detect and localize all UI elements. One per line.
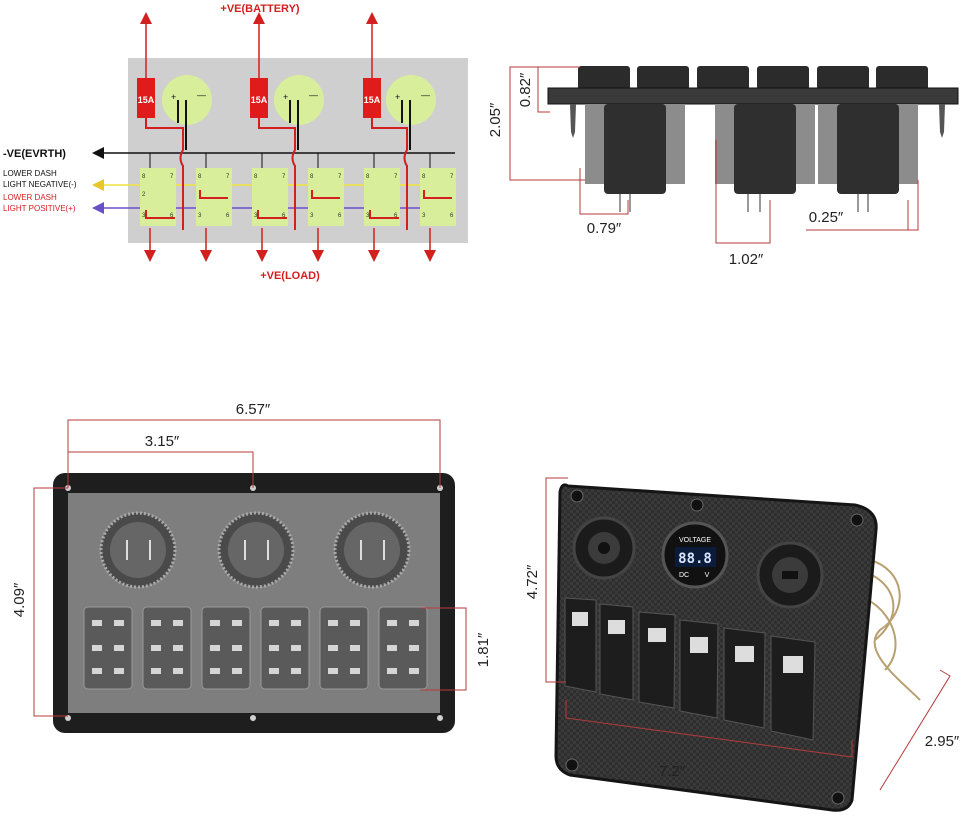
svg-text:3: 3 (254, 213, 258, 219)
svg-text:3: 3 (366, 213, 370, 219)
svg-text:15A: 15A (251, 95, 268, 105)
svg-text:8: 8 (366, 174, 370, 180)
front-dim-lines (33, 419, 467, 717)
svg-text:6: 6 (450, 213, 454, 219)
svg-text:—: — (421, 90, 430, 100)
terminal-pins (619, 194, 869, 212)
svg-text:8: 8 (422, 174, 426, 180)
svg-text:7: 7 (338, 174, 342, 180)
wiring-diagram: +VE(BATTERY) +VE(LOAD) -VE(EVRTH) LOWER … (3, 3, 468, 282)
pos-label-line1: LOWER DASH (3, 193, 57, 202)
svg-text:+: + (283, 92, 288, 102)
front-dim-width: 6.57″ (236, 401, 271, 418)
socket-bodies (585, 104, 918, 194)
svg-text:8: 8 (142, 174, 146, 180)
rocker-switch-dome (770, 635, 816, 741)
neg-label-line2: LIGHT NEGATIVE(-) (3, 180, 77, 189)
rocker-switch-horn (564, 597, 597, 693)
rocker-switch-lights (599, 603, 634, 701)
svg-text:6: 6 (226, 213, 230, 219)
screw (570, 104, 576, 138)
svg-text:—: — (197, 90, 206, 100)
photo-screws (565, 489, 864, 805)
svg-text:3: 3 (198, 213, 202, 219)
front-view: 6.57″ 3.15″ 4.09″ 1.81″ (11, 401, 492, 733)
svg-text:6: 6 (170, 213, 174, 219)
photo-dim-lines (545, 477, 951, 791)
side-dim-a: 0.79″ (587, 220, 622, 237)
svg-text:8: 8 (254, 174, 258, 180)
svg-text:15A: 15A (364, 95, 381, 105)
front-dim-half: 3.15″ (145, 433, 180, 450)
svg-text:8: 8 (198, 174, 202, 180)
wire-harness (867, 559, 921, 701)
svg-text:7: 7 (450, 174, 454, 180)
panel-plate (547, 87, 959, 105)
voltmeter-v: V (705, 572, 710, 579)
rocker-switch-fog (679, 619, 719, 719)
load-label: +VE(LOAD) (260, 270, 320, 282)
svg-text:6: 6 (282, 213, 286, 219)
svg-text:6: 6 (338, 213, 342, 219)
photo-rocker-switches (564, 597, 816, 741)
side-view: 2.05″ 0.82″ 0.79″ 1.02″ 0.25″ (487, 66, 959, 268)
pos-label-line2: LIGHT POSITIVE(+) (3, 204, 76, 213)
earth-label: -VE(EVRTH) (3, 148, 66, 160)
product-photo: VOLTAGE 88.8 DC V (524, 477, 960, 812)
side-dim-lines (509, 66, 919, 244)
voltmeter-dc: DC (679, 572, 689, 579)
battery-label: +VE(BATTERY) (220, 3, 299, 15)
fuse (363, 78, 381, 118)
wiring-group-1: 15A + — 8 7 2 3 6 8 7 3 6 (137, 12, 232, 262)
voltmeter-reading: 88.8 (678, 551, 712, 567)
fuse (250, 78, 268, 118)
side-dim-height: 2.05″ (487, 102, 504, 137)
fuse (137, 78, 155, 118)
svg-text:+: + (395, 92, 400, 102)
photo-dim-depth: 2.95″ (925, 733, 960, 750)
svg-text:7: 7 (170, 174, 174, 180)
svg-text:7: 7 (394, 174, 398, 180)
rocker-switch-heater (638, 611, 676, 709)
svg-text:8: 8 (310, 174, 314, 180)
front-dim-switch: 1.81″ (475, 632, 492, 667)
voltmeter-title: VOLTAGE (679, 537, 711, 544)
svg-text:3: 3 (422, 213, 426, 219)
svg-text:3: 3 (310, 213, 314, 219)
photo-dim-width: 7.2″ (659, 763, 686, 780)
photo-dim-height: 4.72″ (524, 564, 541, 599)
svg-text:—: — (309, 90, 318, 100)
side-dim-panel: 0.82″ (517, 72, 534, 107)
svg-text:7: 7 (282, 174, 286, 180)
round-sockets (99, 511, 411, 589)
side-dim-b: 1.02″ (729, 251, 764, 268)
screw (939, 104, 945, 138)
photo-socket-right (756, 541, 824, 609)
svg-text:+: + (171, 92, 176, 102)
svg-text:3: 3 (142, 213, 146, 219)
side-dim-c: 0.25″ (809, 209, 844, 226)
wiring-group-2: 15A + — 8 7 3 6 8 7 3 6 (250, 12, 344, 262)
wiring-group-3: 15A + — 8 7 3 6 8 7 3 6 (363, 12, 456, 262)
front-dim-height: 4.09″ (11, 582, 28, 617)
svg-text:15A: 15A (138, 95, 155, 105)
svg-text:6: 6 (394, 213, 398, 219)
switch-heads (578, 66, 928, 90)
svg-text:7: 7 (226, 174, 230, 180)
rocker-switch-fan (723, 627, 766, 729)
photo-socket-left (572, 516, 636, 580)
svg-text:2: 2 (142, 192, 146, 198)
voltmeter: VOLTAGE 88.8 DC V (661, 521, 729, 589)
rocker-terminals (92, 620, 419, 674)
neg-label-line1: LOWER DASH (3, 169, 57, 178)
